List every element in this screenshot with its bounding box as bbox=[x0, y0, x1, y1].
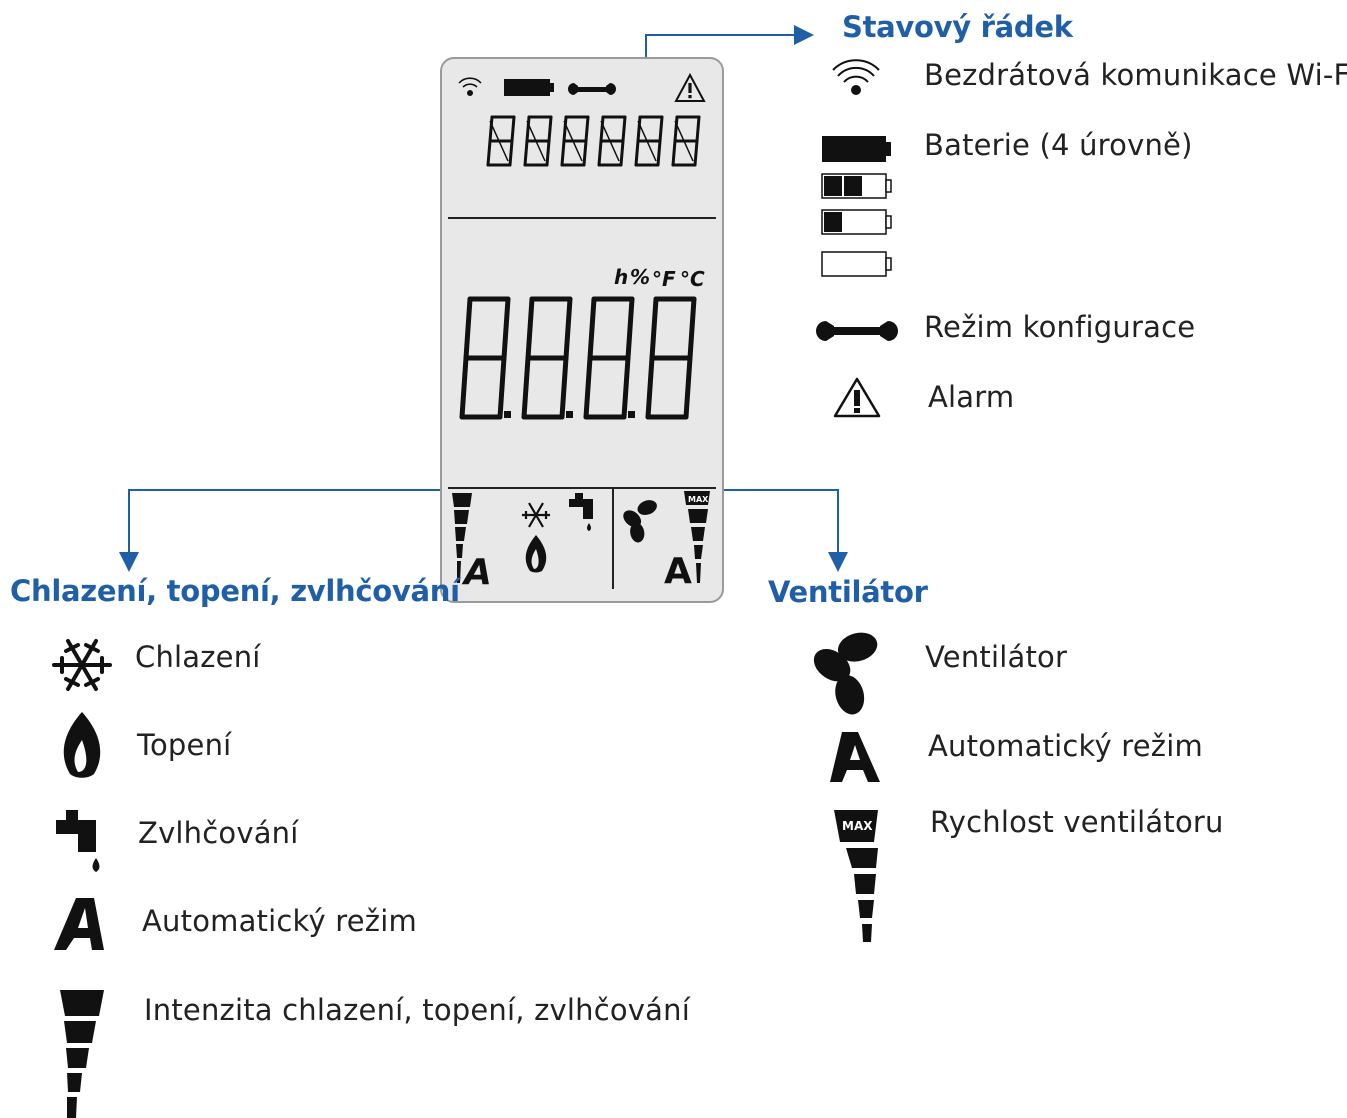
segment-digit bbox=[583, 296, 635, 420]
intensity-bars-icon bbox=[452, 493, 472, 583]
flame-icon bbox=[525, 535, 547, 573]
segment-digit bbox=[560, 115, 590, 167]
fan-auto-a-icon: A bbox=[664, 551, 692, 592]
alarm-icon bbox=[833, 377, 881, 418]
segment-diagonal bbox=[489, 120, 509, 162]
decimal-point bbox=[504, 411, 511, 418]
segment-digit bbox=[645, 296, 697, 420]
battery-full-icon bbox=[822, 136, 891, 162]
legend-auto-label: Automatický režim bbox=[142, 904, 417, 938]
fan-max-badge: MAX bbox=[688, 495, 709, 504]
legend-config-label: Režim konfigurace bbox=[924, 310, 1196, 344]
segment-diagonal bbox=[600, 120, 620, 162]
battery-icon bbox=[821, 136, 892, 277]
wrench-icon bbox=[816, 321, 898, 341]
battery-one-third-icon bbox=[821, 209, 892, 235]
snowflake-icon bbox=[52, 639, 112, 691]
segment-digit bbox=[523, 115, 553, 167]
max-badge: MAX bbox=[842, 819, 873, 833]
segment-digit bbox=[597, 115, 627, 167]
unit-celsius: °C bbox=[680, 267, 705, 291]
legend-cooling-label: Chlazení bbox=[135, 640, 261, 674]
legend-fan-label: Ventilátor bbox=[925, 640, 1068, 674]
segment-diagonal bbox=[674, 120, 694, 162]
legend-fan-speed-label: Rychlost ventilátoru bbox=[930, 805, 1224, 839]
unit-percent: % bbox=[630, 265, 651, 289]
decimal-point bbox=[628, 411, 635, 418]
max-badge-text: MAX bbox=[842, 819, 873, 833]
battery-two-thirds-icon bbox=[821, 173, 892, 199]
lcd-mode-icons: A bbox=[452, 491, 710, 593]
unit-fahrenheit: °F bbox=[652, 267, 676, 291]
left-section-heading: Chlazení, topení, zvlhčování bbox=[10, 574, 460, 608]
fan-icon bbox=[813, 632, 878, 715]
unit-h: h bbox=[614, 265, 629, 289]
fan-speed-bars-icon bbox=[684, 491, 710, 583]
wrench-icon bbox=[568, 83, 616, 95]
lcd-display: h % °F °C A bbox=[440, 57, 724, 603]
legend-humidifying-label: Zvlhčování bbox=[138, 816, 299, 850]
intensity-bars-icon bbox=[60, 990, 104, 1118]
alarm-icon bbox=[674, 72, 706, 102]
battery-empty-icon bbox=[821, 251, 892, 277]
connector-left bbox=[119, 489, 455, 572]
legend-fan-auto-label: Automatický režim bbox=[928, 729, 1203, 763]
fan-icon bbox=[623, 500, 657, 543]
legend-wifi-label: Bezdrátová komunikace Wi-Fi bbox=[924, 58, 1347, 92]
fan-speed-bars-icon bbox=[834, 810, 878, 942]
fan-auto-a-icon bbox=[830, 732, 880, 782]
faucet-icon bbox=[569, 493, 593, 531]
lcd-status-row bbox=[448, 57, 716, 219]
decimal-point bbox=[566, 411, 573, 418]
lcd-main-row bbox=[448, 217, 716, 489]
segment-diagonal bbox=[637, 120, 657, 162]
snowflake-icon bbox=[522, 502, 550, 528]
wifi-icon bbox=[832, 59, 880, 95]
segment-digit bbox=[671, 115, 701, 167]
segment-digit bbox=[634, 115, 664, 167]
lcd-status-icons bbox=[458, 72, 706, 167]
segment-digit bbox=[521, 296, 573, 420]
faucet-icon bbox=[56, 810, 100, 872]
battery-icon bbox=[504, 79, 554, 96]
wifi-icon bbox=[458, 77, 482, 96]
auto-a-icon: A bbox=[461, 552, 492, 593]
flame-icon bbox=[63, 712, 101, 778]
auto-a-icon bbox=[54, 898, 104, 950]
status-bar-heading: Stavový řádek bbox=[842, 10, 1073, 44]
segment-diagonal bbox=[563, 120, 583, 162]
small-digits bbox=[486, 115, 701, 167]
legend-heating-label: Topení bbox=[137, 728, 232, 762]
segment-digit bbox=[459, 296, 511, 420]
legend-intensity-label: Intenzita chlazení, topení, zvlhčování bbox=[144, 993, 690, 1027]
legend-alarm-label: Alarm bbox=[928, 380, 1015, 414]
lcd-mode-divider bbox=[612, 487, 614, 589]
big-digits bbox=[459, 296, 697, 420]
legend-battery-label: Baterie (4 úrovně) bbox=[924, 128, 1193, 162]
segment-diagonal bbox=[526, 120, 546, 162]
segment-digit bbox=[486, 115, 516, 167]
right-section-heading: Ventilátor bbox=[768, 575, 928, 609]
